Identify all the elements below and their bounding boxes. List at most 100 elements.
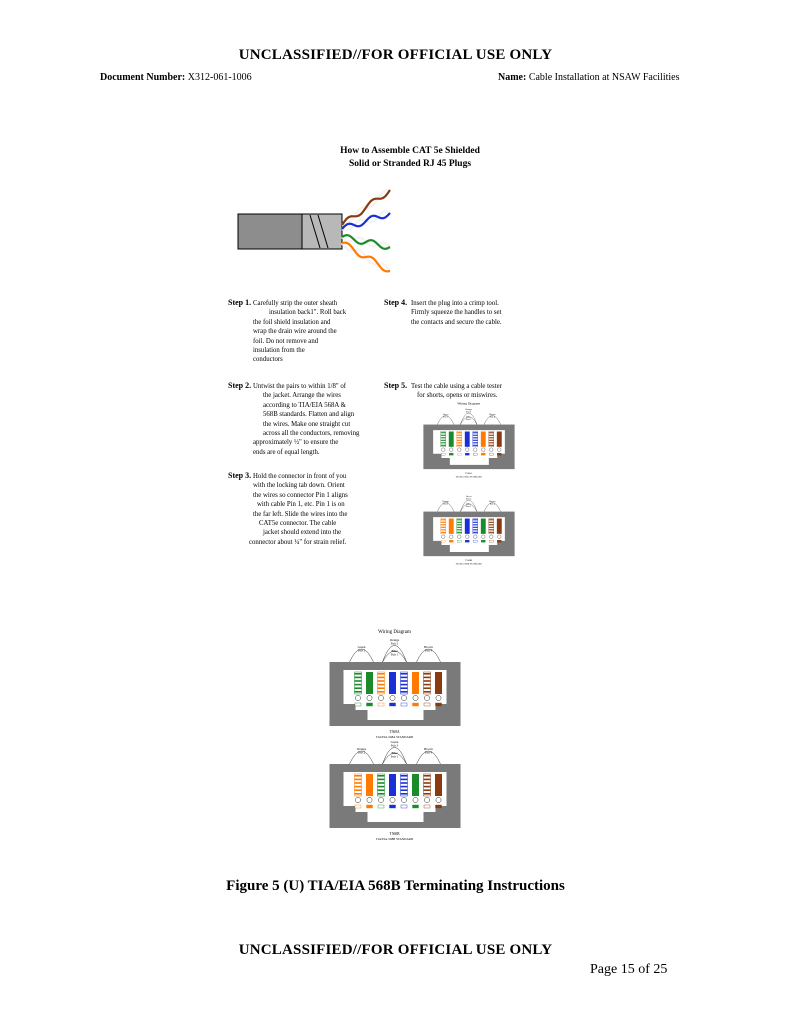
wire xyxy=(440,431,446,448)
pin-contact xyxy=(457,534,462,539)
pin-contact xyxy=(497,447,502,452)
wire-stripe xyxy=(423,687,431,689)
wire-stripe xyxy=(488,519,494,521)
wire-stripe xyxy=(488,437,494,439)
pin-contact xyxy=(473,534,478,539)
wire xyxy=(400,671,408,695)
pin-contact xyxy=(449,447,454,452)
wire-stripe xyxy=(423,789,431,791)
wire-stripe xyxy=(472,524,478,526)
figure-title: How to Assemble CAT 5e Shielded Solid or… xyxy=(280,145,540,171)
step-3-text: Hold the connector in front of you with … xyxy=(249,472,378,547)
pair-arc xyxy=(437,415,455,425)
wire xyxy=(354,671,362,695)
pair-arc xyxy=(483,415,501,425)
wire-stripe xyxy=(423,680,431,682)
figure-caption: Figure 5 (U) TIA/EIA 568B Terminating In… xyxy=(226,878,565,894)
wire-stripe xyxy=(456,437,462,439)
wire-stripe xyxy=(423,683,431,686)
wire-stripe xyxy=(472,434,478,436)
wire-stripe xyxy=(440,529,446,531)
pin-contact xyxy=(481,534,486,539)
classification-banner-top: UNCLASSIFIED//FOR OFFICIAL USE ONLY xyxy=(238,47,553,63)
wire-stripe xyxy=(472,529,478,531)
wire-stripe xyxy=(440,442,446,444)
step-text-line: 568B standards. Flatten and align xyxy=(263,411,355,419)
step-text-line: the wires so connector Pin 1 aligns xyxy=(253,491,348,499)
wire-stripe xyxy=(440,432,446,434)
wiring-diagram-title: Wiring Diagram xyxy=(457,401,480,405)
pin-contact xyxy=(401,695,407,701)
pin-tip xyxy=(481,539,486,543)
standard-label: T568B xyxy=(465,559,472,562)
wire-stripe xyxy=(488,524,494,526)
wire xyxy=(480,518,486,534)
wire-stripe xyxy=(423,775,431,777)
step-text-line: conductors xyxy=(253,356,283,364)
step-text-line: for shorts, opens or miswires. xyxy=(417,392,498,400)
wire-stripe xyxy=(354,782,362,784)
wire xyxy=(389,774,396,796)
pin-tip xyxy=(366,804,373,809)
wire-stripe xyxy=(423,793,431,795)
wire xyxy=(354,773,362,797)
wire-stripe xyxy=(440,526,446,528)
wire-stripe xyxy=(423,785,431,788)
pin-contact xyxy=(378,797,384,803)
step-text-line: ends are of equal length. xyxy=(253,448,320,456)
wire-stripe xyxy=(456,526,462,528)
wire xyxy=(412,774,419,796)
wire-stripe xyxy=(456,442,462,444)
wire xyxy=(496,518,502,534)
pin-contact xyxy=(441,447,446,452)
wire xyxy=(389,672,396,694)
wire-stripe xyxy=(400,680,408,682)
pin-contact xyxy=(424,695,430,701)
wire-stripe xyxy=(472,432,478,434)
pin-contact xyxy=(389,695,396,701)
wire-stripe xyxy=(377,676,385,679)
pin-tip xyxy=(457,452,462,456)
pin-contact xyxy=(389,797,396,803)
wire-stripe xyxy=(488,521,494,523)
pin-tip xyxy=(441,452,446,456)
step-text-line: Untwist the pairs to within 1/8" of xyxy=(253,383,347,390)
step-text-line: Firmly squeeze the handles to set xyxy=(411,309,502,317)
wire-stripe xyxy=(423,673,431,675)
pin-contact xyxy=(401,797,407,803)
wire-stripe xyxy=(400,778,408,781)
pin-tip xyxy=(497,539,502,543)
step-text-line: the far left. Slide the wires into the xyxy=(253,510,348,518)
wire-stripe xyxy=(488,434,494,436)
standard-label: T568A xyxy=(389,730,400,734)
wire-stripe xyxy=(488,526,494,528)
step-3-label: Step 3. xyxy=(228,471,252,480)
step-5-text: Test the cable using a cable tester for … xyxy=(411,382,536,401)
wire-stripe xyxy=(456,531,462,533)
wire-stripe xyxy=(440,437,446,439)
step-text-line: jacket should extend into the xyxy=(263,529,342,537)
wire-stripe xyxy=(456,529,462,531)
pin-contact xyxy=(489,534,494,539)
wire-stripe xyxy=(423,782,431,784)
standard-sublabel: TIA/EIA-568A STANDARD xyxy=(456,475,482,478)
pin-contact xyxy=(497,534,502,539)
document-number: Document Number: X312-061-1006 xyxy=(100,72,252,83)
pin-tip xyxy=(449,539,454,543)
pair-arc xyxy=(382,752,407,765)
wire-stripe xyxy=(354,680,362,682)
pin-contact xyxy=(465,534,470,539)
wire-stripe xyxy=(440,521,446,523)
wire-stripe xyxy=(472,439,478,441)
wire xyxy=(488,431,494,448)
pin-tip xyxy=(377,702,385,707)
wire-stripe xyxy=(488,531,494,533)
